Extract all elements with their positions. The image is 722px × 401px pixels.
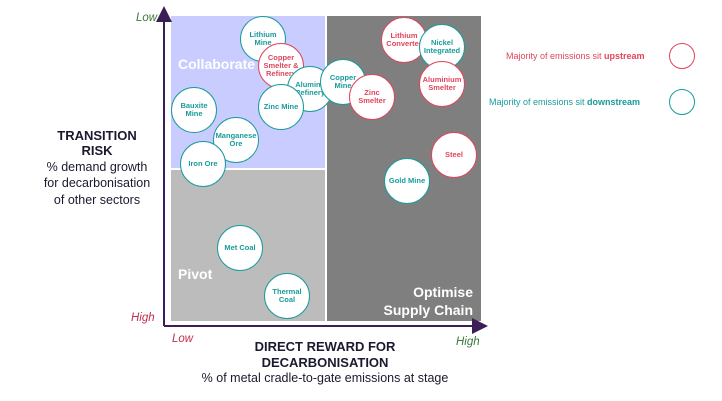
- legend-upstream-bold: upstream: [604, 51, 645, 61]
- optimise-label-line2: Supply Chain: [383, 302, 473, 318]
- legend-downstream-circle: [669, 89, 695, 115]
- y-axis-title-line2: RISK: [81, 143, 113, 158]
- bubble-label: Lithium Converter: [386, 30, 422, 48]
- x-axis-title-line2: DECARBONISATION: [261, 354, 389, 370]
- bubble-aluminium-smelter: Aluminium Smelter: [419, 61, 465, 107]
- y-axis-subtitle: % demand growth for decarbonisation of o…: [43, 160, 151, 207]
- bubble-gold-mine: Gold Mine: [384, 158, 430, 204]
- bubble-bauxite-mine: Bauxite Mine: [171, 87, 217, 133]
- legend-upstream-circle: [669, 43, 695, 69]
- bubble-label: Copper Smelter & Refinery: [263, 52, 299, 79]
- bubble-label: Manganese Ore: [215, 130, 257, 148]
- collaborate-label: Collaborate: [178, 56, 256, 72]
- bubble-label: Aluminium Smelter: [422, 74, 462, 92]
- x-axis-high-label: High: [456, 336, 480, 348]
- y-axis-title: TRANSITION RISK % demand growth for deca…: [40, 128, 154, 208]
- optimise-label-line1: Optimise: [413, 284, 473, 300]
- legend-downstream-prefix: Majority of emissions sit: [489, 97, 588, 107]
- bubble-label: Lithium Mine: [249, 29, 277, 47]
- bubble-label: Bauxite Mine: [180, 100, 208, 118]
- x-axis-low-label: Low: [172, 333, 194, 345]
- bubble-label: Met Coal: [224, 242, 256, 252]
- bubble-label: Alumina Refinery: [294, 79, 325, 97]
- bubble-label: Gold Mine: [388, 175, 426, 185]
- bubble-thermal-coal: Thermal Coal: [264, 273, 310, 319]
- legend-upstream-text: Majority of emissions sit upstream: [506, 51, 645, 61]
- x-axis-title: DIRECT REWARD FOR DECARBONISATION % of m…: [160, 339, 490, 386]
- bubble-label: Copper Mine: [329, 72, 357, 90]
- bubble-zinc-smelter: Zinc Smelter: [349, 74, 395, 120]
- bubble-met-coal: Met Coal: [217, 225, 263, 271]
- bubble-label: Steel: [445, 149, 463, 159]
- bubble-iron-ore: Iron Ore: [180, 141, 226, 187]
- x-axis-subtitle: % of metal cradle-to-gate emissions at s…: [201, 371, 449, 386]
- legend-downstream-bold: downstream: [587, 97, 641, 107]
- bubble-steel: Steel: [431, 132, 477, 178]
- bubble-label: Nickel Integrated: [423, 37, 461, 55]
- bubble-label: Thermal Coal: [272, 286, 302, 304]
- y-axis-high-label: High: [131, 312, 155, 324]
- bubble-label: Zinc Mine: [263, 101, 299, 111]
- legend-downstream-text: Majority of emissions sit downstream: [489, 97, 640, 107]
- bubble-zinc-mine: Zinc Mine: [258, 84, 304, 130]
- y-axis-title-line1: TRANSITION: [57, 128, 137, 143]
- x-axis-title-line1: DIRECT REWARD FOR: [254, 339, 396, 354]
- y-axis-low-label: Low: [136, 12, 158, 24]
- pivot-label: Pivot: [178, 266, 213, 282]
- bubble-label: Iron Ore: [188, 158, 218, 168]
- legend-upstream-prefix: Majority of emissions sit: [506, 51, 605, 61]
- bubble-label: Zinc Smelter: [358, 87, 386, 105]
